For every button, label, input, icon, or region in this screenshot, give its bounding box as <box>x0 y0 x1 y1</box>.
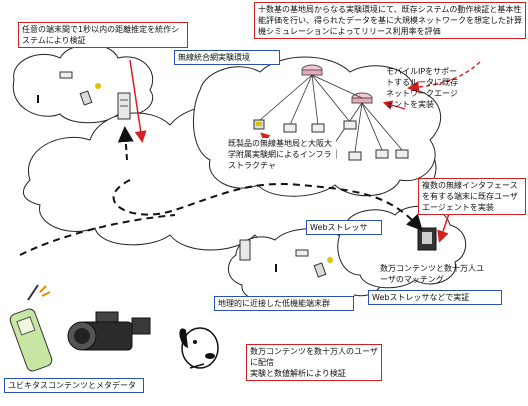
label-text: モバイルIPをサポートするルータに既存ネットワークエージェントを実装 <box>386 67 458 109</box>
mobile-phone-icon <box>9 284 53 372</box>
device-icon <box>295 249 309 257</box>
callout-arrow <box>407 61 481 94</box>
terminal-icon <box>417 227 437 251</box>
video-camera-icon <box>67 311 151 351</box>
callout-text: 任意の端末間で1秒以内の距離推定を統作システムにより検証 <box>22 25 180 45</box>
callout-arrow <box>129 59 147 143</box>
router-icon <box>301 64 323 76</box>
mobility-path <box>19 214 176 256</box>
label-web-stressor: Webストレッサ <box>306 220 382 235</box>
callout-testbed-eval: 十数基の基地局からなる実験環境にて、既存システムの動作検証と基本性能評価を行い、… <box>254 2 526 39</box>
label-wireless-env: 無線統合網実験環境 <box>174 50 280 65</box>
base-station-icon <box>348 151 362 161</box>
pda-icon <box>79 83 101 106</box>
callout-arrow <box>382 100 406 110</box>
base-station-icon <box>343 120 357 130</box>
base-station-icon <box>375 149 389 159</box>
label-text: 数万コンテンツと数十万人ユーザのマッチング <box>380 264 484 284</box>
label-text: 地理的に近接した低機能端末群 <box>218 299 330 308</box>
label-text: Webストレッサなどで実証 <box>372 293 470 302</box>
base-station-icon <box>253 119 265 130</box>
label-text: ユビキタスコンテンツとメタデータ <box>8 381 136 390</box>
label-mobile-ip: モバイルIPをサポートするルータに既存ネットワークエージェントを実装 <box>384 66 464 110</box>
server-icon <box>117 92 131 120</box>
label-text: 既製品の無線基地局と大阪大学附属実験網によるインフラストラクチャ <box>228 139 332 170</box>
callout-nav-precision: 任意の端末間で1秒以内の距離推定を統作システムにより検証 <box>18 22 188 48</box>
cloud-small-topleft <box>12 44 154 124</box>
router-links <box>259 74 403 153</box>
mobility-path <box>117 126 134 161</box>
label-web-stressor-impl: Webストレッサなどで実証 <box>368 290 502 305</box>
server-icon <box>239 239 251 261</box>
callout-distribution: 数万コンテンツを数十万人のユーザに配信 実験と数値解析により検証 <box>246 344 382 381</box>
callout-text: 数万コンテンツを数十万人のユーザに配信 <box>250 347 378 367</box>
callout-text: 実験と数値解析により検証 <box>250 369 346 378</box>
callout-text: 複数の無線インタフェースを有する端末に既存ユーザエージェントを実装 <box>422 181 518 212</box>
label-infrastructure: 既製品の無線基地局と大阪大学附属実験網によるインフラストラクチャ <box>226 138 336 171</box>
base-station-icon <box>283 123 297 133</box>
mobility-path <box>112 179 423 231</box>
dog-illustration-icon <box>179 327 219 369</box>
label-matching: 数万コンテンツと数十万人ユーザのマッチング <box>378 263 490 285</box>
label-ubiquitous-content: ユビキタスコンテンツとメタデータ <box>4 378 144 393</box>
device-icon <box>59 71 73 79</box>
label-low-power-terminal: 地理的に近接した低機能端末群 <box>214 296 354 311</box>
base-station-icon <box>395 149 409 159</box>
pda-icon <box>313 257 333 278</box>
label-text: 無線統合網実験環境 <box>178 53 250 62</box>
base-station-icon <box>311 123 325 133</box>
callout-multi-interface: 複数の無線インタフェースを有する端末に既存ユーザエージェントを実装 <box>418 178 526 215</box>
label-text: Webストレッサ <box>310 223 368 232</box>
callout-text: 十数基の基地局からなる実験環境にて、既存システムの動作検証と基本性能評価を行い、… <box>258 5 522 36</box>
